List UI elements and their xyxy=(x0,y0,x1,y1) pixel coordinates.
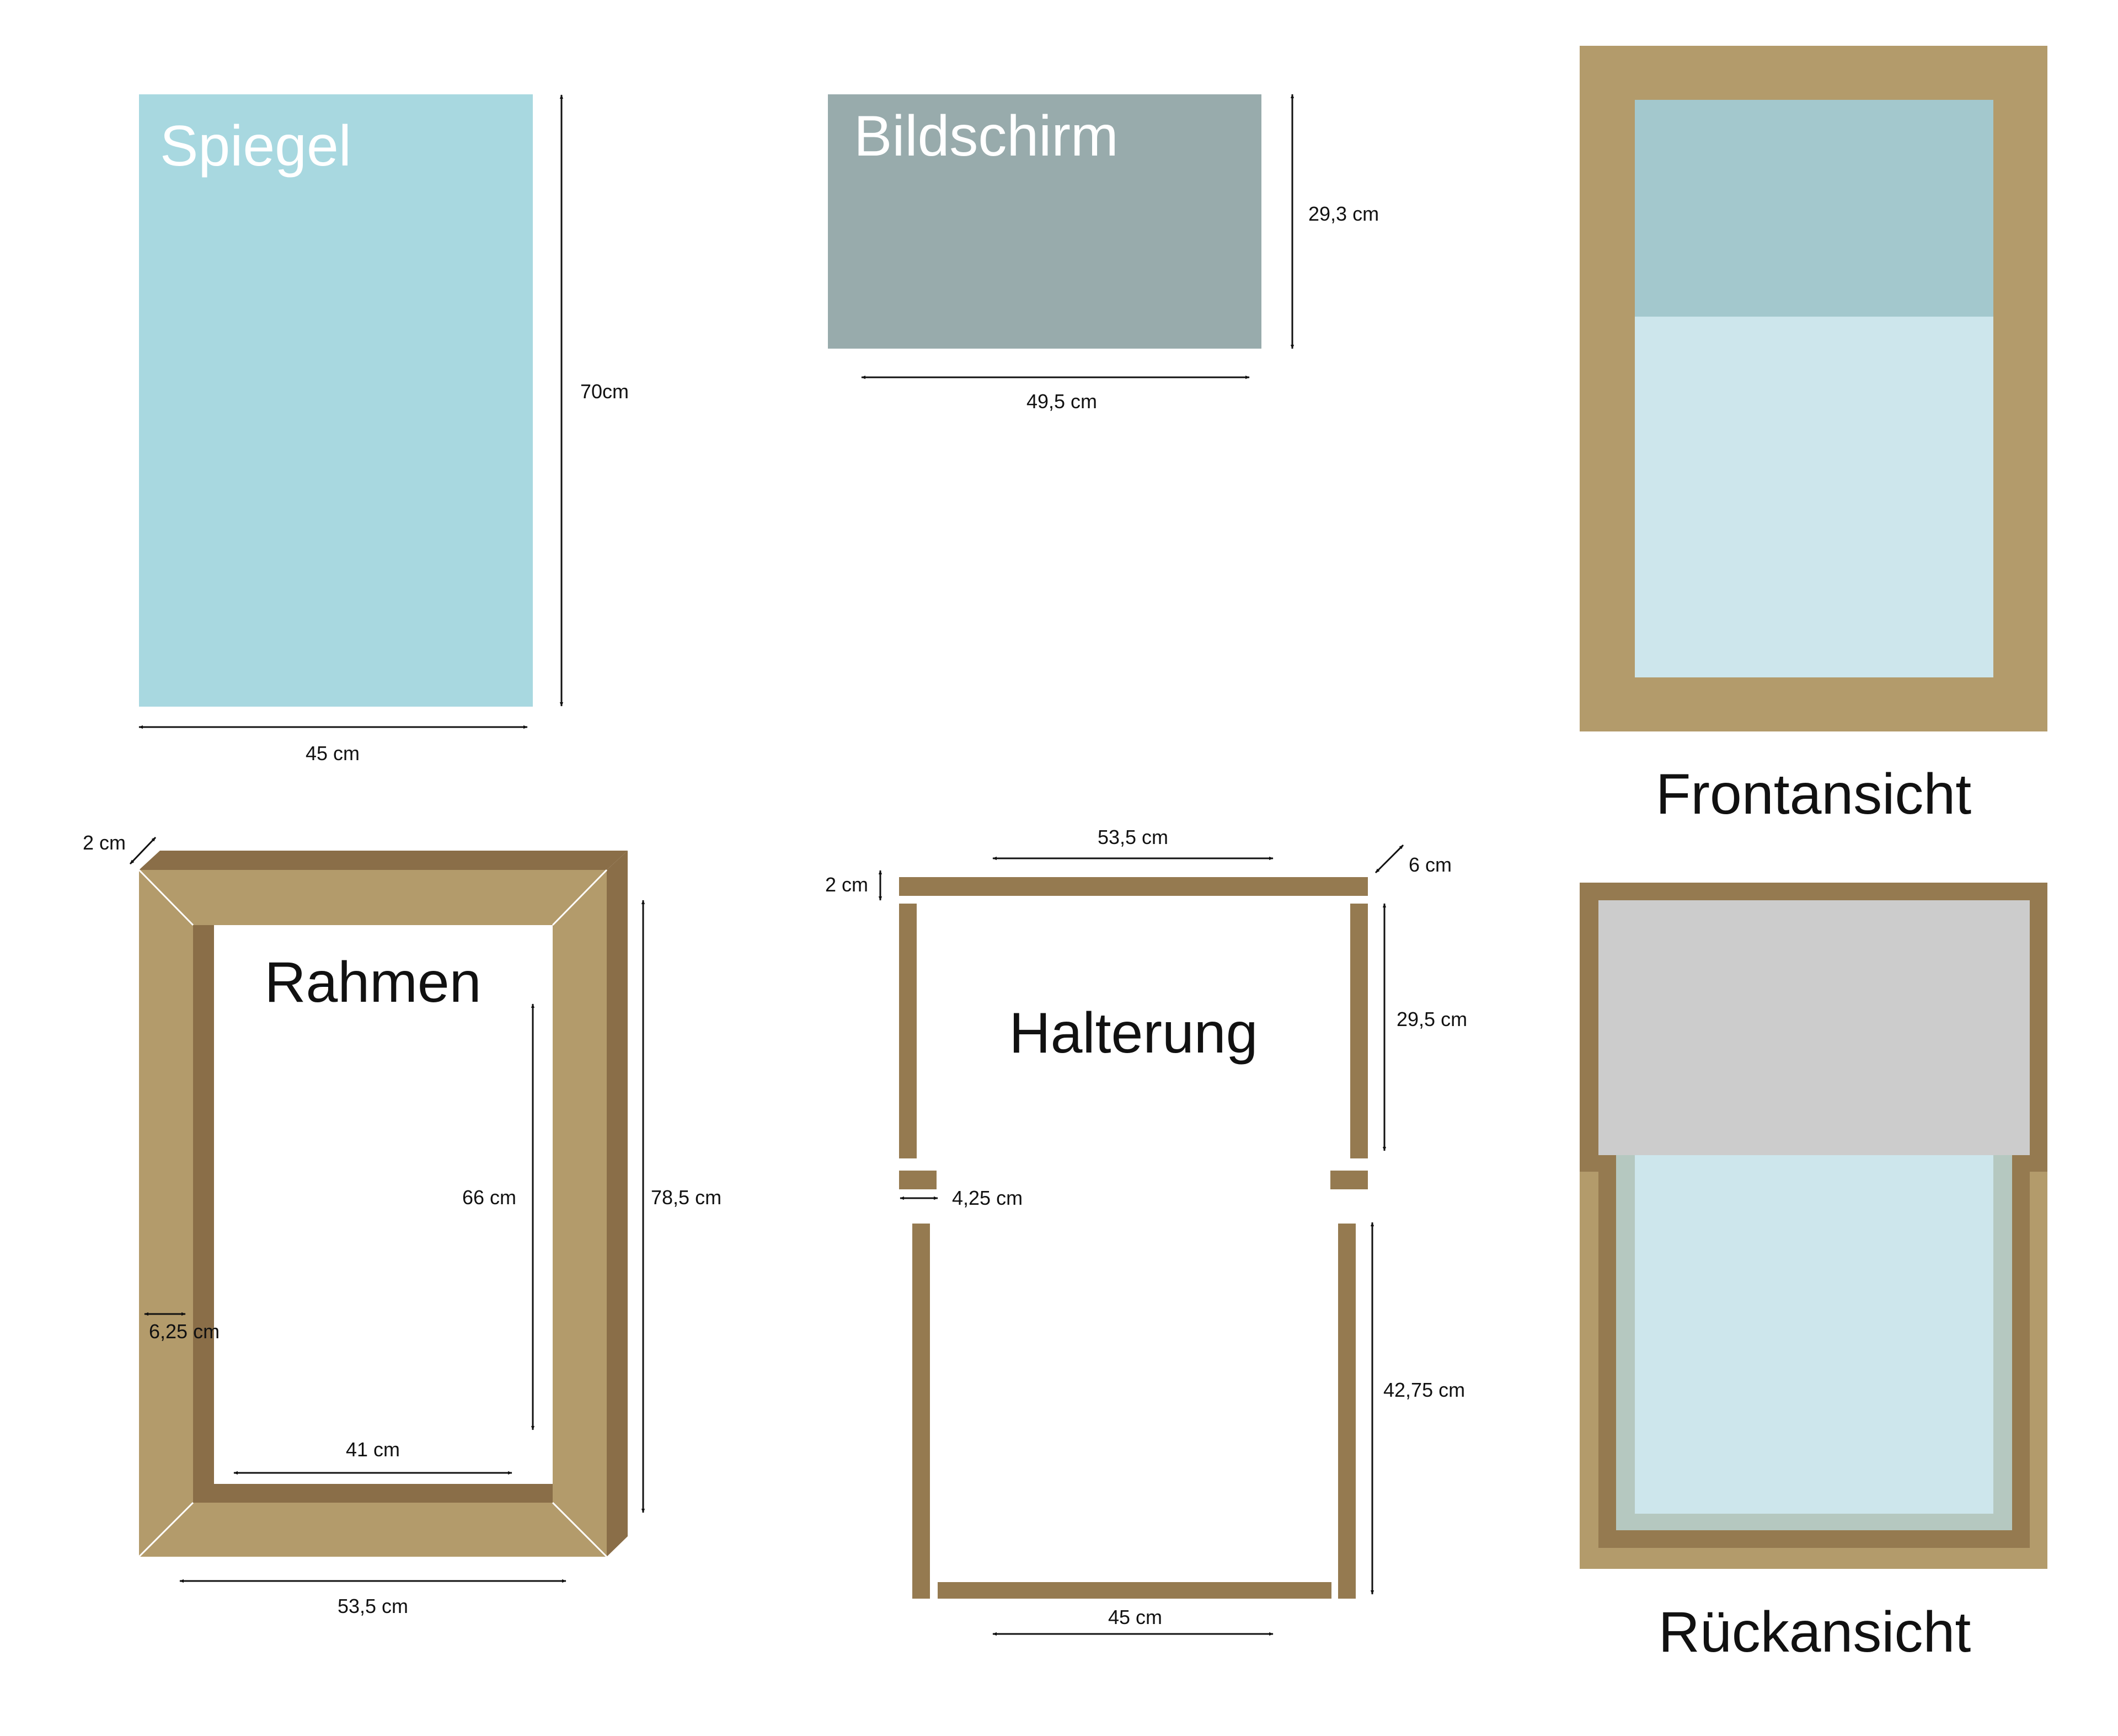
bracket-upper-height-label: 29,5 cm xyxy=(1397,1008,1467,1030)
front-label: Frontansicht xyxy=(1656,762,1971,826)
screen-height-label: 29,3 cm xyxy=(1308,202,1379,225)
front-mirror-area xyxy=(1635,317,1993,677)
bracket-thickness-label: 2 cm xyxy=(825,873,868,896)
bracket-lower-right-post xyxy=(1338,1224,1356,1599)
mirror-label: Spiegel xyxy=(160,114,351,178)
screen-panel xyxy=(828,94,1261,349)
screen-width-label: 49,5 cm xyxy=(1026,390,1097,413)
frame-front-face xyxy=(139,870,607,1557)
frame-inner-height-label: 66 cm xyxy=(462,1186,516,1209)
bracket-depth-label: 6 cm xyxy=(1409,853,1452,876)
back-label: Rückansicht xyxy=(1659,1600,1971,1664)
frame-mitre-bottom-left xyxy=(138,1502,194,1558)
bracket-top-width-label: 53,5 cm xyxy=(1098,826,1168,848)
frame-top-depth-face xyxy=(139,851,628,870)
back-screen-panel xyxy=(1598,900,2030,1155)
bracket-step-label: 4,25 cm xyxy=(952,1187,1023,1209)
frame-inner-width-label: 41 cm xyxy=(346,1438,400,1461)
bracket-left-step xyxy=(899,1171,937,1189)
frame-depth-dimension-line xyxy=(129,836,157,865)
back-mirror-glass xyxy=(1635,1155,1993,1514)
back-bracket-upper-left xyxy=(1580,883,1598,1172)
mirror-height-label: 70cm xyxy=(580,380,629,403)
bracket-lower-left-post xyxy=(912,1224,930,1599)
frame-inner-bottom-shadow xyxy=(193,1484,553,1503)
bracket-upper-left-post xyxy=(899,904,917,1158)
back-bracket-upper-band xyxy=(1580,883,2047,900)
bracket-label: Halterung xyxy=(1009,1001,1258,1065)
frame-outer-height-label: 78,5 cm xyxy=(651,1186,721,1209)
frame-depth-label: 2 cm xyxy=(83,831,126,854)
halterung-group: Halterung 53,5 cm 6 cm 2 cm 29,5 cm 4,25… xyxy=(825,826,1467,1636)
frame-mitre-top-right xyxy=(552,869,608,926)
frame-side-width-label: 6,25 cm xyxy=(149,1320,220,1343)
bracket-lower-height-label: 42,75 cm xyxy=(1383,1379,1465,1401)
mirror-width-label: 45 cm xyxy=(306,742,360,765)
mirror-panel xyxy=(139,94,533,707)
back-bracket-upper-right xyxy=(2029,883,2047,1172)
frame-mitre-bottom-right xyxy=(552,1502,608,1558)
bracket-right-step xyxy=(1330,1171,1368,1189)
bracket-bottom-width-label: 45 cm xyxy=(1108,1606,1162,1628)
bildschirm-group: Bildschirm 29,3 cm 49,5 cm xyxy=(828,94,1379,413)
spiegel-group: Spiegel 70cm 45 cm xyxy=(138,94,629,765)
screen-label: Bildschirm xyxy=(854,104,1119,168)
bracket-bottom-bar xyxy=(938,1582,1331,1599)
frame-right-depth-face xyxy=(607,851,628,1557)
frame-mitre-top-left xyxy=(138,869,194,926)
bracket-upper-right-post xyxy=(1350,904,1368,1158)
bracket-depth-dimension-line xyxy=(1374,844,1404,874)
frame-outer-width-label: 53,5 cm xyxy=(338,1595,408,1617)
front-screen-area xyxy=(1635,100,1993,317)
rueckansicht-group: Rückansicht xyxy=(1580,883,2047,1664)
bracket-top-bar xyxy=(899,877,1368,896)
frame-label: Rahmen xyxy=(264,950,481,1014)
frame-inner-left-shadow xyxy=(193,925,214,1503)
rahmen-group: Rahmen 2 cm 78,5 cm 66 cm 41 cm 53,5 cm … xyxy=(83,831,721,1617)
frontansicht-group: Frontansicht xyxy=(1580,46,2047,826)
